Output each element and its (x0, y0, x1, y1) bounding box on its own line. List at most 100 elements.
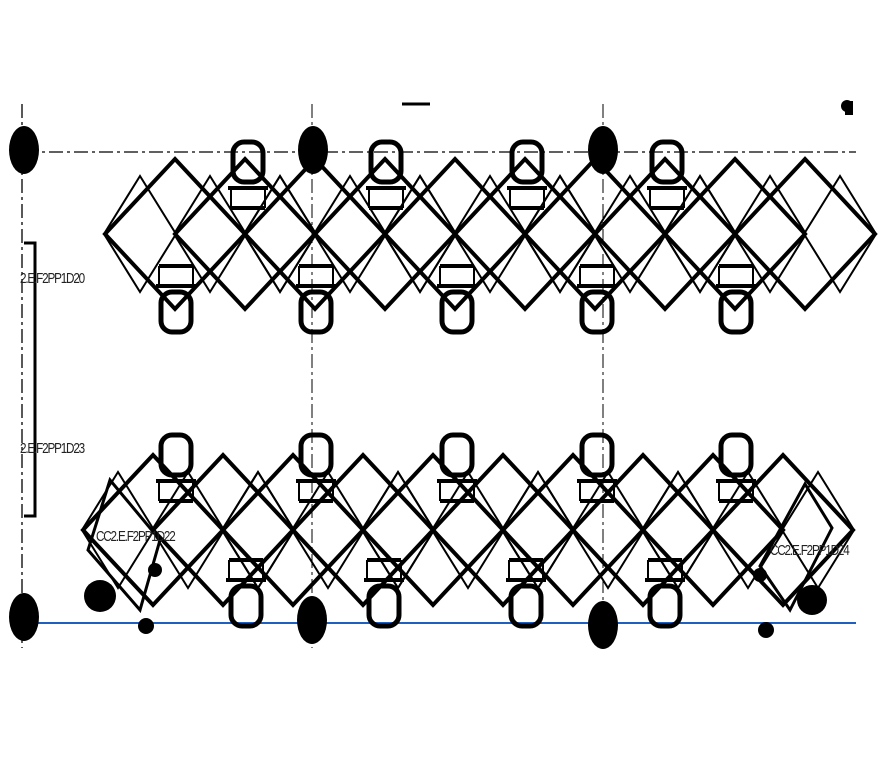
chair-icon (437, 432, 477, 503)
chair-seat (579, 289, 615, 335)
workstation-modules (80, 156, 878, 614)
chair-seat (718, 289, 754, 335)
desk-inner-diamond (242, 174, 318, 294)
desk-outer-diamond (220, 452, 366, 608)
fixture-icon (148, 563, 162, 577)
desk-inner-diamond (662, 174, 738, 294)
desk-inner-diamond (592, 174, 668, 294)
chair-icon (577, 264, 617, 335)
chair-seat (579, 432, 615, 478)
desk-inner-diamond (360, 470, 436, 590)
desk-outer-diamond (430, 452, 576, 608)
desk-inner-diamond (802, 174, 878, 294)
desk-label-d24: CC2.E.F2PP1D24 (770, 542, 850, 559)
workstation-module-icon (102, 156, 318, 312)
desk-outer-diamond (382, 156, 528, 312)
structural-columns (9, 100, 853, 649)
chair-seat (368, 139, 404, 185)
desk-inner-diamond (312, 174, 388, 294)
chair-seat (508, 583, 544, 629)
desk-inner-diamond (430, 470, 506, 590)
chair-icon (645, 558, 685, 629)
desk-outer-diamond (662, 156, 808, 312)
desk-outer-diamond (592, 156, 738, 312)
chair-icon (228, 139, 268, 210)
desk-outer-diamond (452, 156, 598, 312)
desk-inner-diamond (500, 470, 576, 590)
desk-inner-diamond (220, 470, 296, 590)
desk-inner-diamond (522, 174, 598, 294)
chair-icon (506, 558, 546, 629)
chair-icon (647, 139, 687, 210)
fixture-icon (84, 580, 116, 612)
column-icon (298, 126, 328, 174)
desk-outer-diamond (570, 452, 716, 608)
chair-icon (156, 264, 196, 335)
chair-seat (228, 583, 264, 629)
chair-seat (158, 432, 194, 478)
desk-outer-diamond (640, 452, 786, 608)
chair-icon (716, 264, 756, 335)
chair-seat (439, 289, 475, 335)
desk-inner-diamond (662, 174, 738, 294)
chair-icon (577, 432, 617, 503)
column-icon (588, 126, 618, 174)
chair-seat (230, 139, 266, 185)
desk-inner-diamond (360, 470, 436, 590)
desk-inner-diamond (522, 174, 598, 294)
workstation-module-icon (640, 452, 856, 608)
chair-icon (366, 139, 406, 210)
fixture-icon (758, 622, 774, 638)
desk-inner-diamond (242, 174, 318, 294)
desk-inner-diamond (732, 174, 808, 294)
chair-seat (718, 432, 754, 478)
desk-inner-diamond (452, 174, 528, 294)
chair-seat (647, 583, 683, 629)
side-panel-bracket (24, 241, 37, 518)
desk-inner-diamond (640, 470, 716, 590)
chair-seat (158, 289, 194, 335)
desk-outer-diamond (522, 156, 668, 312)
desk-inner-diamond (220, 470, 296, 590)
chair-seat (439, 432, 475, 478)
desk-inner-diamond (500, 470, 576, 590)
chair-icon (437, 264, 477, 335)
chair-seat (509, 139, 545, 185)
desk-outer-diamond (312, 156, 458, 312)
desk-inner-diamond (172, 174, 248, 294)
desk-inner-diamond (640, 470, 716, 590)
grid-lines (20, 104, 856, 648)
desk-outer-diamond (172, 156, 318, 312)
end-desk-left (86, 476, 162, 614)
chair-icon (507, 139, 547, 210)
fixture-icon (138, 618, 154, 634)
desk-outer-diamond (710, 452, 856, 608)
end-desk-right (758, 481, 834, 613)
desk-outer-diamond (102, 156, 248, 312)
chairs (156, 139, 756, 629)
desk-outer-diamond (150, 452, 296, 608)
chair-seat (649, 139, 685, 185)
desk-inner-diamond (382, 174, 458, 294)
column-icon (9, 126, 39, 174)
desk-outer-diamond (500, 452, 646, 608)
desk-outer-diamond (242, 156, 388, 312)
desk-outer-diamond (80, 452, 226, 608)
chair-icon (296, 432, 336, 503)
misc-linework (24, 101, 853, 518)
desk-label-d20: 2.E.F2PP1D20 (20, 270, 85, 287)
fixture-icon (753, 568, 767, 582)
desk-label-d23: 2.E.F2PP1D23 (20, 440, 85, 457)
desk-outer-diamond (290, 452, 436, 608)
chair-icon (156, 432, 196, 503)
desk-outer-diamond (360, 452, 506, 608)
desk-outer-diamond (732, 156, 878, 312)
column-icon (297, 596, 327, 644)
desk-inner-diamond (710, 470, 786, 590)
desk-inner-diamond (80, 470, 156, 590)
chair-seat (298, 432, 334, 478)
chair-icon (296, 264, 336, 335)
desk-inner-diamond (780, 470, 856, 590)
corner-mark (845, 101, 853, 115)
desk-inner-diamond (382, 174, 458, 294)
